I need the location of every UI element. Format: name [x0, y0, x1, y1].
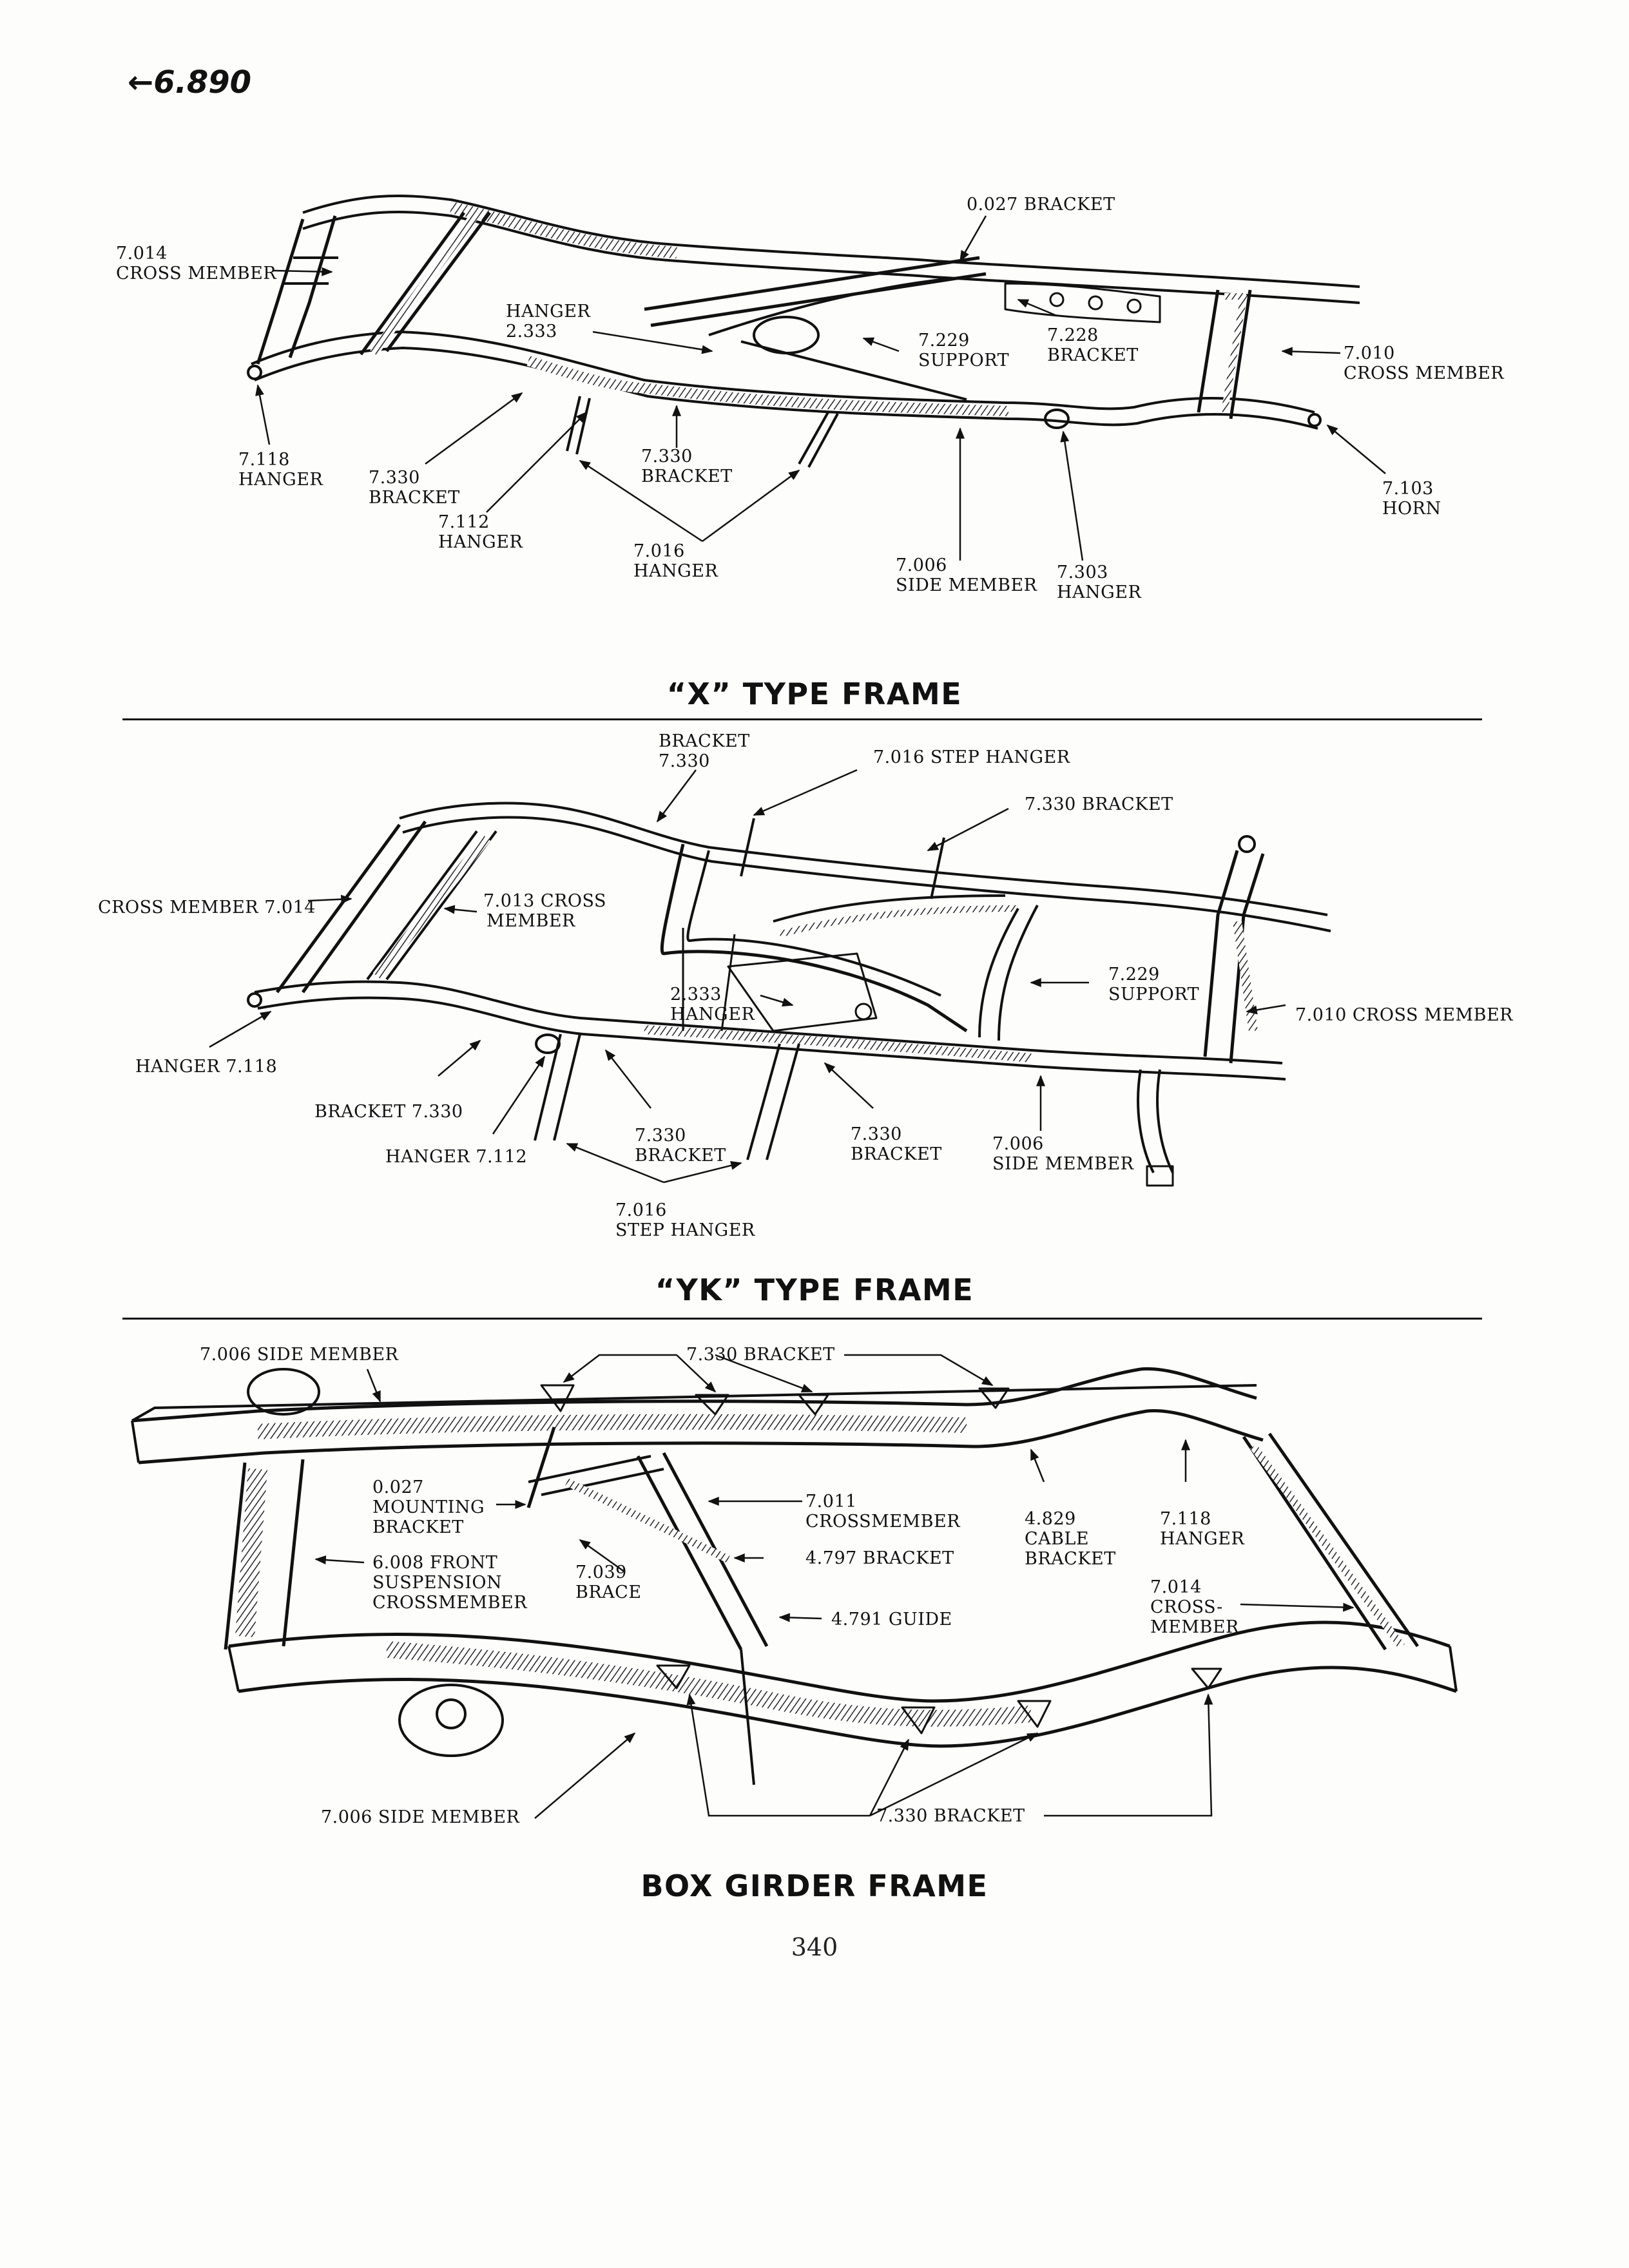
label-7330-bracket-bottom: 7.330 BRACKET	[876, 1806, 1025, 1826]
label-cross-member-7014: CROSS MEMBER 7.014	[98, 898, 316, 918]
label-bracket-7330-left: BRACKET 7.330	[314, 1102, 463, 1122]
page-reference: ←6.890	[128, 64, 252, 101]
caption-x-type-frame: “X” TYPE FRAME	[666, 677, 963, 711]
label-hanger-7118: HANGER 7.118	[135, 1057, 278, 1077]
label-7330-bracket-top: 7.330 BRACKET	[686, 1345, 835, 1365]
divider-rule	[122, 718, 1482, 720]
caption-yk-type-frame: “YK” TYPE FRAME	[655, 1273, 974, 1307]
yk-type-frame-drawing	[247, 802, 1331, 1187]
label-7330-bracket-top-right: 7.330 BRACKET	[1025, 794, 1173, 814]
label-4797-bracket: 4.797 BRACKET	[805, 1548, 954, 1568]
label-hanger-7112: HANGER 7.112	[385, 1147, 528, 1167]
x-type-leader-lines	[255, 215, 1386, 561]
label-7010-cross-member: 7.010 CROSS MEMBER	[1295, 1005, 1513, 1025]
label-7016-step-hanger-top: 7.016 STEP HANGER	[873, 747, 1070, 767]
label-7006-side-member-top: 7.006 SIDE MEMBER	[200, 1345, 399, 1365]
box-girder-frame-drawing	[131, 1367, 1458, 1785]
label-7006-side-member-bottom: 7.006 SIDE MEMBER	[321, 1807, 520, 1827]
x-type-frame-drawing	[247, 195, 1360, 468]
box-girder-leader-lines	[314, 1354, 1354, 1819]
page-number: 340	[791, 1933, 838, 1961]
label-0027-bracket: 0.027 BRACKET	[967, 195, 1115, 215]
label-4791-guide: 4.791 GUIDE	[831, 1610, 952, 1629]
yk-type-leader-lines	[209, 769, 1286, 1184]
divider-rule	[122, 1318, 1482, 1320]
caption-box-girder-frame: BOX GIRDER FRAME	[641, 1869, 988, 1903]
